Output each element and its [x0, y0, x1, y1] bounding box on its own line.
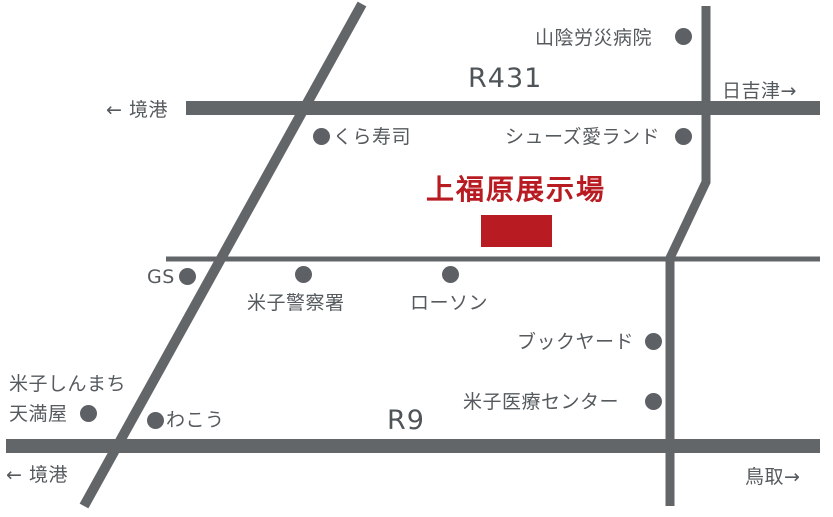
landmark-label-book-yard: ブックヤード	[517, 331, 635, 353]
direction-sakaiminato-bottom: ← 境港	[6, 464, 68, 486]
landmark-dot-wakou	[147, 412, 164, 429]
venue-marker	[481, 215, 552, 247]
landmark-dot-police	[295, 266, 312, 283]
venue-name: 上福原展示場	[426, 173, 607, 206]
landmark-dot-kura-sushi	[313, 128, 330, 145]
landmark-dot-sanin-rosai	[675, 28, 692, 45]
landmark-label-sanin-rosai: 山陰労災病院	[535, 27, 653, 49]
direction-tottori: 鳥取→	[745, 466, 801, 488]
direction-sakaiminato-top: ← 境港	[106, 99, 168, 121]
landmark-dot-yonago-shinmachi	[80, 405, 97, 422]
landmark-label-yonago-shinmachi-1: 米子しんまち	[9, 373, 127, 395]
diagonal-main-road	[79, 1, 367, 509]
landmark-label-lawson: ローソン	[410, 292, 489, 314]
landmark-dot-medical-center	[645, 393, 662, 410]
landmark-label-shoes-ai: シューズ愛ランド	[505, 126, 661, 148]
direction-hiezu: 日吉津→	[722, 80, 797, 102]
landmark-dot-lawson	[442, 266, 459, 283]
route-431-label: R431	[468, 63, 543, 94]
landmark-label-gs: GS	[147, 266, 175, 288]
landmark-dot-shoes-ai	[675, 128, 692, 145]
landmark-label-kura-sushi: くら寿司	[333, 126, 412, 148]
landmark-label-police: 米子警察署	[247, 292, 345, 314]
landmark-dot-book-yard	[645, 333, 662, 350]
landmark-label-wakou: わこう	[166, 409, 225, 431]
landmark-label-medical-center: 米子医療センター	[463, 391, 620, 413]
route-9-label: R9	[387, 405, 425, 436]
right-vertical-road	[665, 6, 711, 506]
landmark-label-yonago-shinmachi-2: 天満屋	[9, 403, 68, 425]
landmark-dot-gs	[179, 268, 196, 285]
